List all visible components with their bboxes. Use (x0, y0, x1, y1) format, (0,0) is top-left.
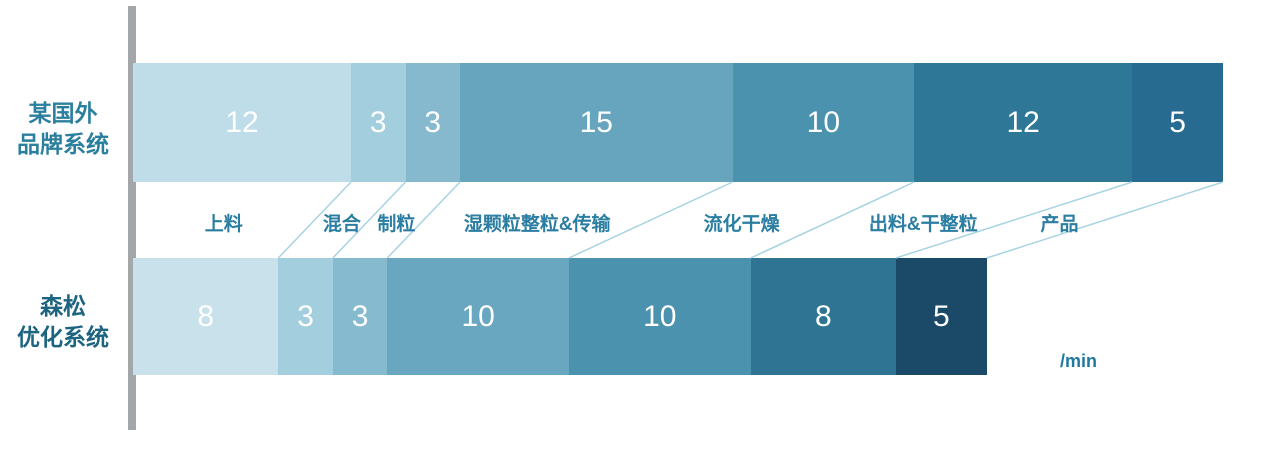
segment-value: 10 (806, 105, 841, 139)
y-axis-line (128, 6, 136, 430)
segment-value: 3 (424, 105, 442, 139)
segment-value: 3 (351, 299, 369, 333)
stage-label: 流化干燥 (703, 214, 780, 235)
row-label-morimatsu-system: 森松 优化系统 (0, 291, 126, 353)
bar-segment: 3 (405, 63, 460, 182)
row-label-foreign-system: 某国外 品牌系统 (0, 98, 126, 160)
segment-value: 10 (643, 299, 677, 333)
row-label-morimatsu-system-line2: 优化系统 (17, 324, 109, 350)
bar-segment: 3 (332, 258, 388, 375)
connector-line (986, 181, 1224, 259)
segment-value: 5 (933, 299, 950, 333)
stage-label: 产品 (1040, 214, 1079, 235)
bar-segment: 10 (732, 63, 915, 182)
bar-segment: 3 (351, 63, 406, 182)
bar-row-morimatsu: 8 3 3 10 10 8 5 (133, 258, 987, 375)
segment-value: 3 (369, 105, 387, 139)
bar-row-foreign: 12 3 3 15 10 12 5 (133, 63, 1223, 182)
bar-segment: 10 (568, 258, 751, 375)
bar-segment: 12 (133, 63, 351, 182)
stage-label: 混合 (322, 214, 361, 235)
segment-value: 12 (225, 105, 259, 139)
bar-segment: 12 (914, 63, 1133, 182)
segment-value: 12 (1006, 105, 1040, 139)
bar-segment: 5 (1132, 63, 1223, 182)
bar-segment: 8 (133, 258, 279, 375)
segment-value: 15 (579, 105, 613, 139)
row-label-foreign-system-line1: 某国外 (28, 100, 98, 126)
bar-segment: 5 (895, 258, 987, 375)
stage-label: 出料&干整粒 (868, 214, 978, 235)
row-label-foreign-system-line2: 品牌系统 (17, 131, 109, 157)
bar-segment: 8 (750, 258, 896, 375)
bar-segment: 10 (387, 258, 569, 375)
bar-segment: 3 (278, 258, 333, 375)
bar-segment: 15 (460, 63, 733, 182)
segment-value: 3 (297, 299, 314, 333)
stage-label: 制粒 (377, 214, 416, 235)
segment-value: 10 (461, 299, 495, 333)
unit-label: /min (1060, 351, 1098, 371)
stage-label: 湿颗粒整粒&传输 (463, 214, 611, 235)
row-label-morimatsu-system-line1: 森松 (40, 293, 86, 319)
segment-value: 5 (1169, 105, 1186, 139)
stage-label: 上料 (204, 214, 243, 235)
segment-value: 8 (814, 299, 832, 333)
segment-value: 8 (197, 299, 214, 333)
